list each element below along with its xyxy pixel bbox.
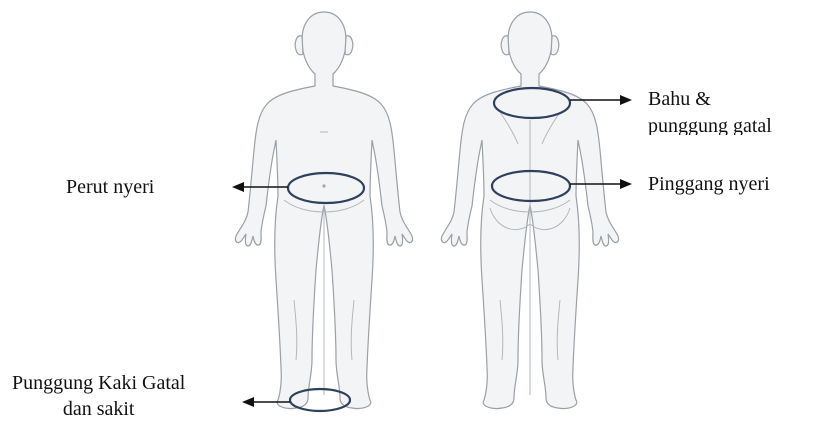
- front-body-figure: [235, 12, 412, 409]
- label-waist: Pinggang nyeri: [648, 171, 770, 197]
- label-shoulder-back: Bahu &: [648, 86, 711, 112]
- label-shoulder-back-line1: Bahu &: [648, 86, 711, 112]
- label-abdomen: Perut nyeri: [66, 174, 154, 200]
- label-shoulder-back-line2: punggung gatal: [648, 113, 772, 135]
- label-shoulder-back-2: punggung gatal: [648, 113, 772, 135]
- label-waist-text: Pinggang nyeri: [648, 173, 770, 195]
- label-abdomen-text: Perut nyeri: [66, 176, 154, 198]
- label-foot-line2: dan sakit: [12, 396, 185, 422]
- navel: [322, 184, 325, 187]
- back-body-figure: [441, 12, 618, 409]
- label-foot-line1: Punggung Kaki Gatal: [12, 370, 185, 396]
- label-foot: Punggung Kaki Gatal dan sakit: [12, 370, 185, 422]
